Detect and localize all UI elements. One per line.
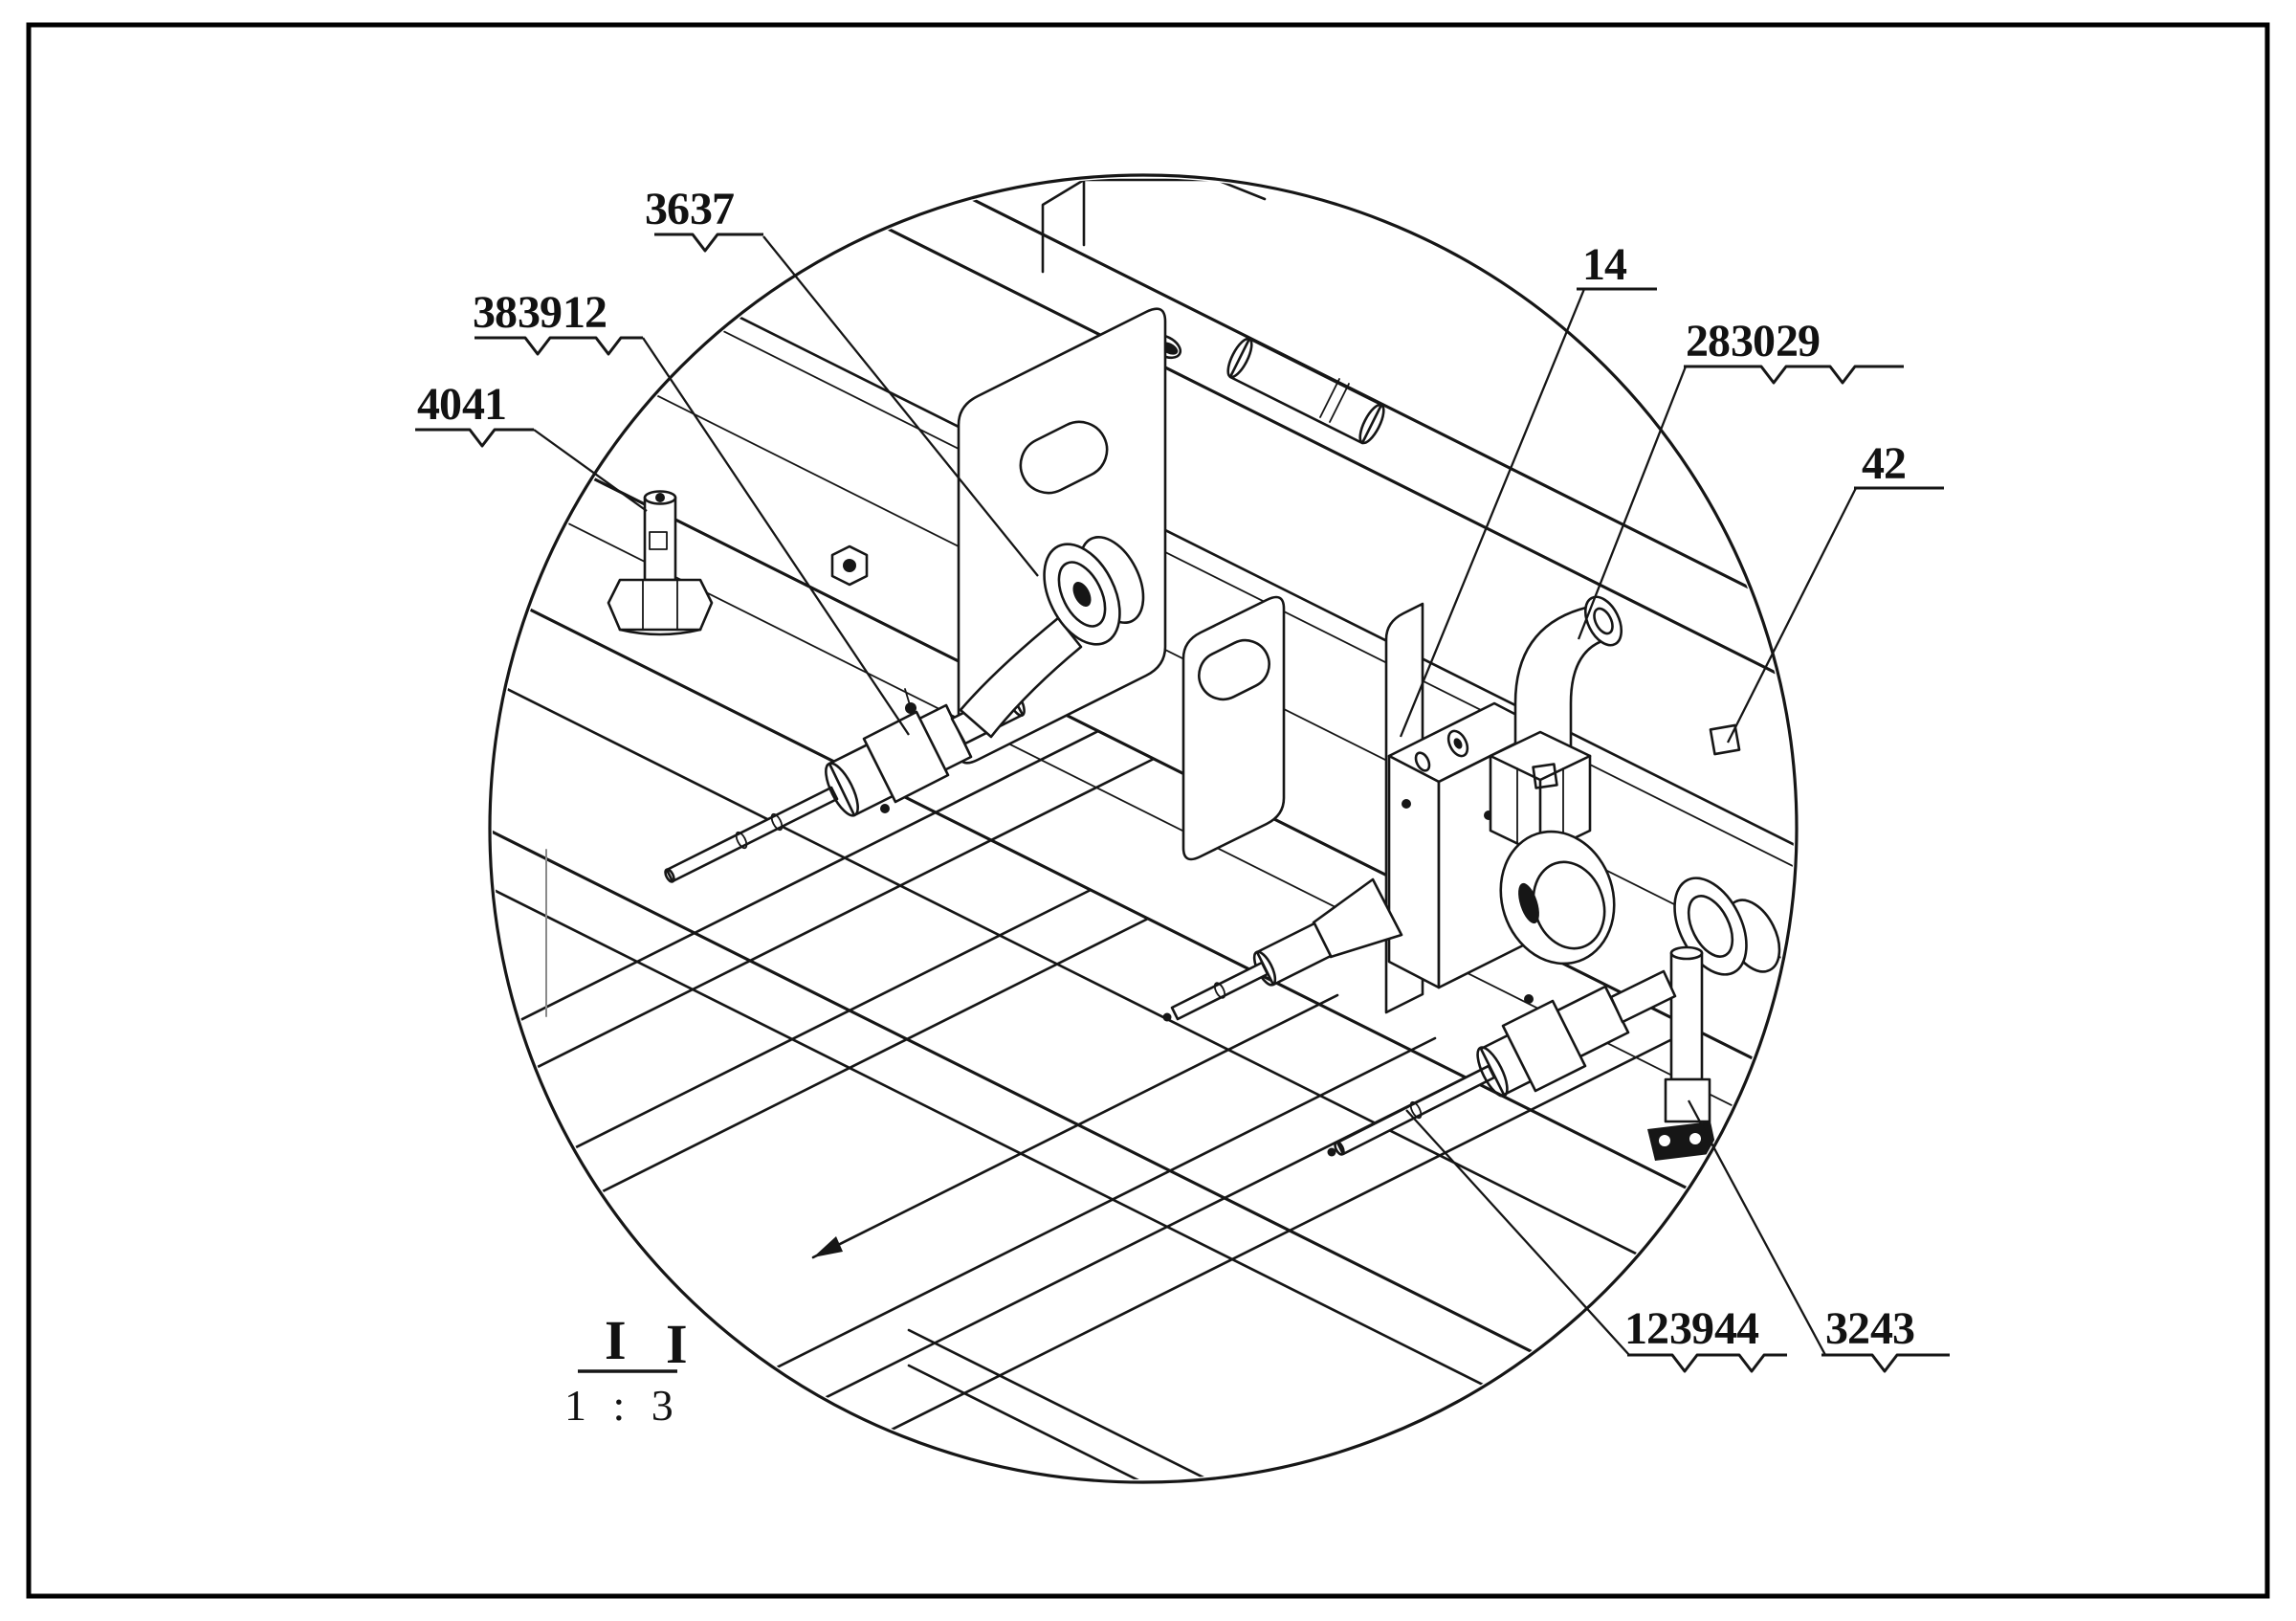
detail-circle [488,173,1799,1484]
hex-adapter [1489,730,1592,856]
callout-40-41-leader [533,429,648,512]
callout-14-label: 14 [1582,239,1627,290]
callout-36-37: 36 37 [645,184,1039,577]
callout-32-43-bracket [1821,1353,1950,1373]
gooseneck-fitting [959,535,1145,739]
small-nut [830,544,869,587]
callout-38-39-12: 38 39 12 [473,287,910,736]
callout-36-37-label: 36 37 [645,184,734,234]
callout-38-39-12-label: 38 39 12 [473,287,607,338]
push-rod [811,993,1339,1259]
section-mark-2: I [666,1313,688,1375]
callout-12-39-44-label: 12 39 44 [1624,1303,1759,1354]
ball-flange [1499,830,1616,966]
section-mark-1: I [605,1309,627,1371]
callout-28-30-29: 28 30 29 [1577,316,1904,640]
callout-36-37-leader [762,235,1039,577]
callout-12-39-44-leader [1405,1109,1630,1356]
right-pipe-assembly [1647,877,1781,1161]
callout-28-30-29-bracket [1684,365,1904,385]
callout-42-label: 42 [1862,438,1906,489]
rail-sleeve [1226,337,1385,445]
top-frame-edge [1041,178,1267,274]
callout-14: 14 [1399,239,1657,738]
callout-38-39-12-leader [642,337,910,736]
section-scale-text: 1 : 3 [564,1381,681,1430]
callout-28-30-29-label: 28 30 29 [1686,316,1820,366]
bracket-plate-left [957,307,1167,765]
callout-32-43: 32 43 [1687,1099,1950,1373]
assembly-art [493,178,1794,1479]
clip-42 [1709,723,1741,756]
callout-32-43-leader [1687,1099,1827,1356]
callout-40-41: 40 41 [415,379,648,512]
callout-40-41-bracket [415,428,534,448]
shaft-coupling-lower [1327,969,1677,1157]
callout-12-39-44-bracket [1627,1353,1787,1373]
callout-42: 42 [1726,438,1944,744]
callout-28-30-29-leader [1577,366,1688,640]
page-border [26,22,2270,1599]
callout-38-39-12-bracket [475,336,643,356]
callouts-layer: 36 37 38 39 12 40 41 14 28 30 29 42 12 39 44 32… [415,184,1950,1373]
callout-12-39-44: 12 39 44 [1405,1109,1787,1373]
callout-36-37-bracket [654,233,763,253]
hex-bolt [607,490,714,636]
callout-32-43-label: 32 43 [1825,1303,1914,1354]
callout-42-leader [1726,487,1858,744]
callout-40-41-label: 40 41 [417,379,506,430]
callout-14-leader [1399,288,1586,738]
bracket-plate-mid [1181,595,1286,861]
valve-left-shaft [1162,877,1403,1022]
